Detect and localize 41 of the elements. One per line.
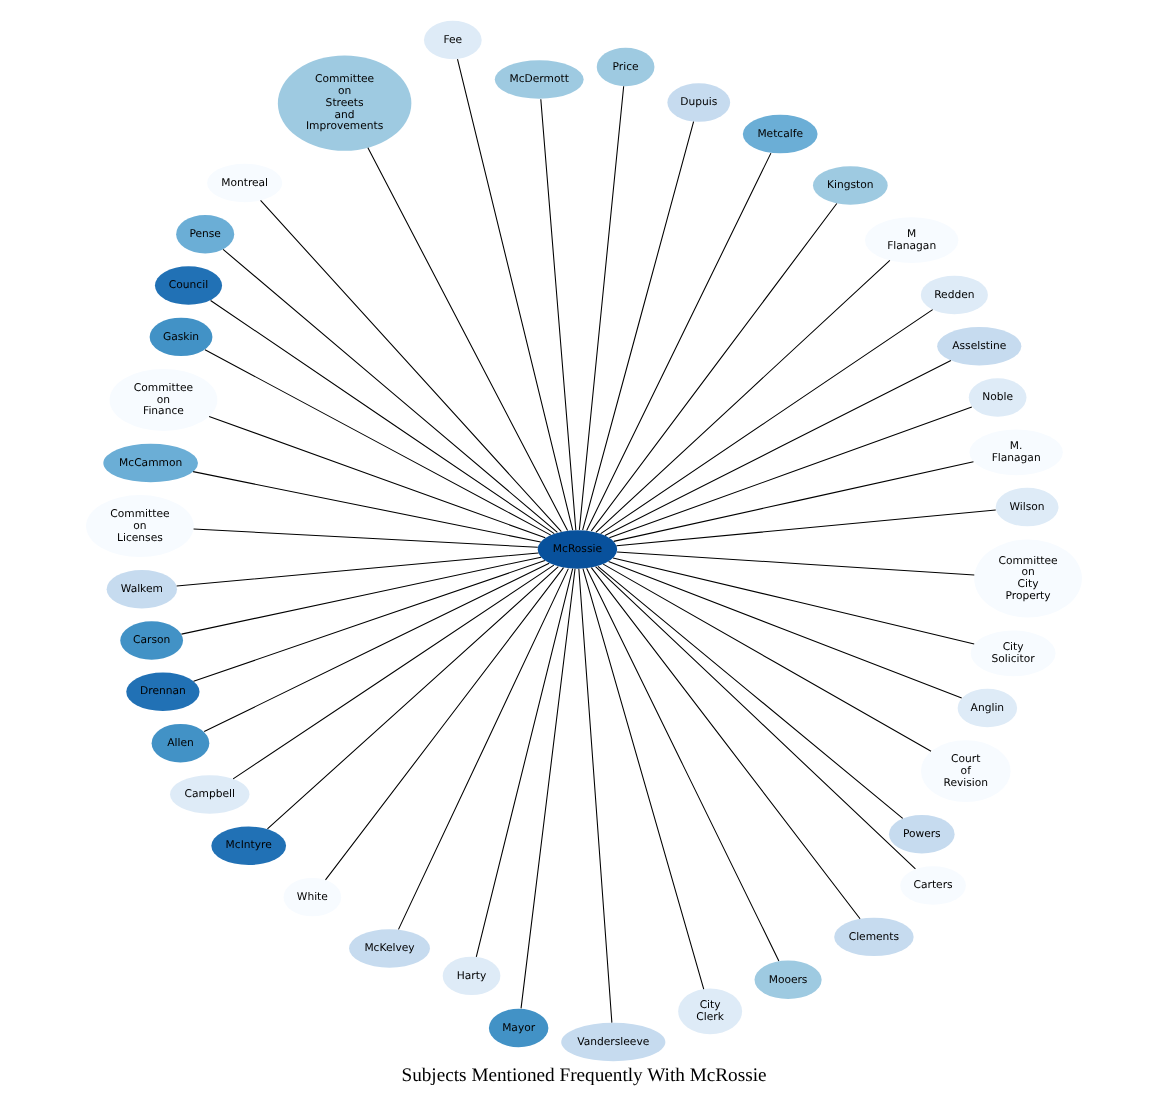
connector [231,564,554,780]
connector [259,199,561,533]
connector [611,557,974,645]
connector [603,360,951,536]
connector [581,121,694,531]
connector [585,152,771,531]
connector [577,568,612,1024]
connector [594,566,915,870]
connector [474,568,573,958]
connector [594,259,890,533]
connector [601,563,931,752]
connector [615,509,996,547]
connector [191,471,541,543]
connector [179,556,541,635]
connector [589,202,837,532]
connector [175,552,538,587]
connector [209,299,554,535]
connector [366,147,568,532]
connector [192,528,538,548]
connector [599,309,933,535]
connector [202,562,549,733]
connector [615,551,974,576]
connector [596,565,903,819]
connector [577,85,624,531]
connector [612,461,973,542]
diagram-title: Subjects Mentioned Frequently With McRossie [400,1064,766,1087]
connector [207,415,545,539]
connector [221,248,557,533]
connector [323,567,564,881]
connector [539,98,576,531]
connector [396,568,568,930]
connector [519,568,575,1009]
connector [455,58,573,531]
connector [607,406,972,539]
connector [585,567,779,962]
connector [203,349,551,536]
connector [607,560,962,699]
connector [581,568,704,990]
connector [192,560,545,682]
connector [589,567,860,920]
connector [265,566,558,830]
